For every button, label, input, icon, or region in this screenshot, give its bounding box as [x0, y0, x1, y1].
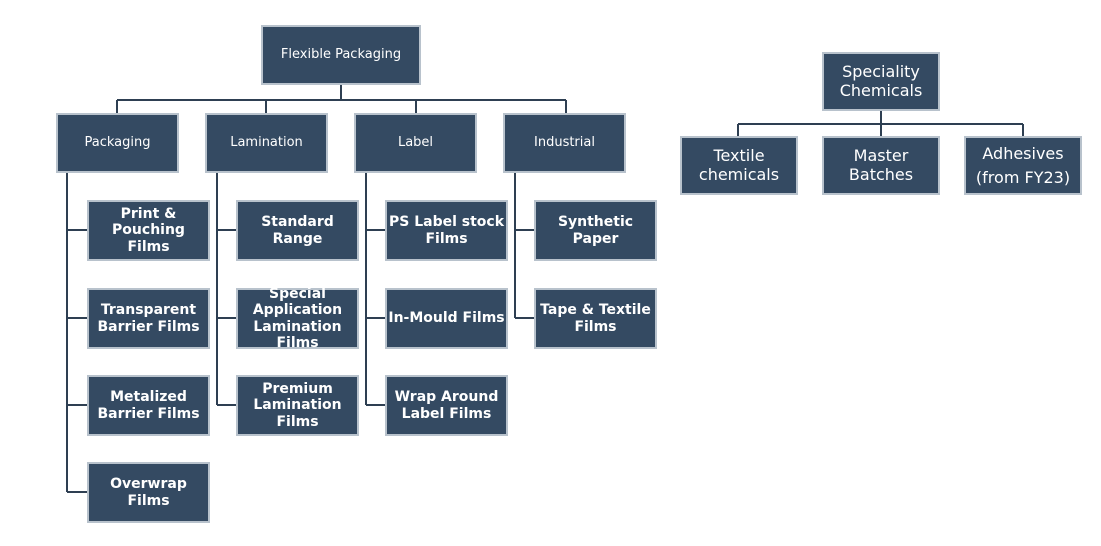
category-industrial: Industrial [503, 113, 626, 173]
item-transparent-barrier-films: Transparent Barrier Films [87, 288, 210, 349]
item-special-application-lamination-films: Special Application Lamination Films [236, 286, 359, 351]
item-wrap-around-label-films: Wrap Around Label Films [385, 375, 508, 436]
category-lamination: Lamination [205, 113, 328, 173]
item-synthetic-paper: Synthetic Paper [534, 200, 657, 261]
item-print-pouching-films: Print & Pouching Films [87, 200, 210, 261]
item-metalized-barrier-films: Metalized Barrier Films [87, 375, 210, 436]
item-premium-lamination-films: Premium Lamination Films [236, 375, 359, 436]
item-ps-label-stock-films: PS Label stock Films [385, 200, 508, 261]
category-label: Label [354, 113, 477, 173]
speciality-chemicals-root: Speciality Chemicals [822, 52, 940, 111]
item-tape-textile-films: Tape & Textile Films [534, 288, 657, 349]
item-overwrap-films: Overwrap Films [87, 462, 210, 523]
item-in-mould-films: In-Mould Films [385, 288, 508, 349]
item-standard-range: Standard Range [236, 200, 359, 261]
item-master-batches: Master Batches [822, 136, 940, 195]
item-adhesives-from-fy23: Adhesives (from FY23) [964, 136, 1082, 195]
category-packaging: Packaging [56, 113, 179, 173]
flexible-packaging-root: Flexible Packaging [261, 25, 421, 85]
item-textile-chemicals: Textile chemicals [680, 136, 798, 195]
